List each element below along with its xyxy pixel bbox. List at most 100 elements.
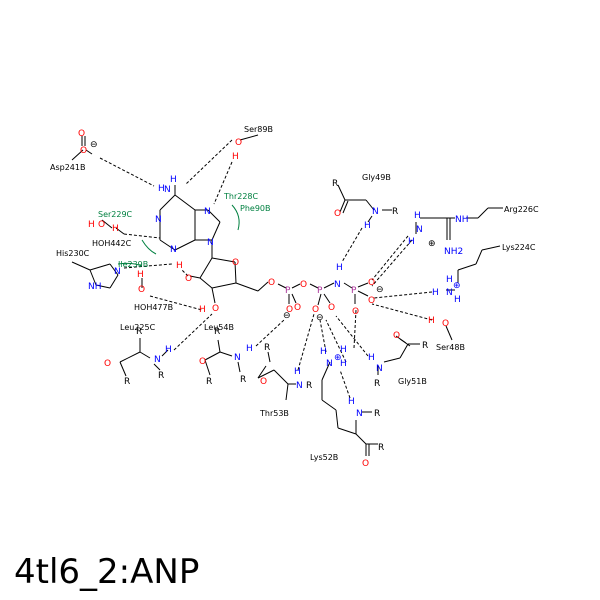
residue-ile239b: Ile239B	[118, 260, 148, 269]
residue-arg226c: Arg226C	[504, 205, 539, 214]
atom-n6-label: N	[164, 185, 171, 195]
residue-ser48b: Ser48B	[436, 343, 465, 352]
arg226c-charge: ⊕	[428, 239, 436, 249]
atom-n9-label: N	[207, 238, 214, 248]
residue-thr53b: Thr53B	[259, 409, 289, 418]
lys52b-r-label: R	[374, 409, 380, 419]
leu54b-r-label: R	[214, 327, 220, 337]
atom-n1-label: N	[155, 215, 162, 225]
arg226c-nh2-label: NH2	[444, 247, 463, 257]
leu225c-h-label: H	[165, 345, 172, 355]
residue-phe90b: Phe90B	[240, 204, 270, 213]
gly51b-r2-label: R	[374, 379, 380, 389]
lys224c-h2-label: H	[446, 275, 453, 285]
gly49b-r-label: R	[332, 179, 338, 189]
atom-o2-label: O	[212, 304, 219, 314]
hydrophobic-arc-ser229c	[141, 239, 157, 255]
arg226c-ne-label: N	[416, 225, 423, 235]
atom-h-o2-label: H	[199, 305, 206, 315]
hydrophobic-contacts	[117, 204, 240, 267]
residue-names: Ser89B Asp241B Gly49B Arg226C Lys224C Th…	[50, 125, 539, 462]
residue-atom-labels: O O ⊖ O H O H H N NH H H O N H O H N H N…	[78, 129, 469, 469]
atom-h3b-label: H	[336, 263, 343, 273]
residue-ser229c: Ser229C	[98, 210, 133, 219]
leu54b-n-label: N	[234, 353, 241, 363]
gly51b-h-label: H	[368, 353, 375, 363]
atom-pb-label: P	[317, 286, 323, 296]
thr53b-r2-label: R	[306, 381, 312, 391]
his-h-label: H	[176, 261, 183, 271]
leu225c-r3-label: R	[124, 377, 130, 387]
charge-o1a: ⊖	[283, 311, 291, 321]
ser229c-og-label: O	[98, 220, 105, 230]
atom-o1b-label: O	[312, 305, 319, 315]
asp241b-charge: ⊖	[90, 140, 98, 150]
atom-o2a-label: O	[294, 303, 301, 313]
lys52b-h2-label: H	[340, 359, 347, 369]
ser89b-og-label: O	[235, 138, 242, 148]
ser89b-h-label: H	[232, 152, 239, 162]
lys52b-r2-label: R	[378, 443, 384, 453]
thr53b-o-label: O	[260, 377, 267, 387]
residue-gly51b: Gly51B	[398, 377, 427, 386]
lys52b-o-label: O	[362, 459, 369, 469]
lys52b-h1-label: H	[320, 347, 327, 357]
arg226c-h1-label: H	[414, 211, 421, 221]
leu54b-o-label: O	[199, 357, 206, 367]
lys52b-h3-label: H	[340, 345, 347, 355]
ligand-atom-labels: N H H N N N N O O O H O P O P N H P O O …	[155, 175, 384, 323]
residue-leu225c: Leu225C	[120, 323, 156, 332]
atom-o1g-label: O	[368, 278, 375, 288]
atom-o2b-label: O	[328, 303, 335, 313]
gly51b-o-label: O	[393, 331, 400, 341]
residue-lys52b: Lys52B	[310, 453, 338, 462]
gly51b-n-label: N	[376, 364, 383, 374]
atom-h6-label: H	[158, 184, 165, 194]
lys52b-h4-label: H	[348, 397, 355, 407]
atom-h6b-label: H	[170, 175, 177, 185]
asp241b-od1-label: O	[78, 129, 85, 139]
atom-o3a-label: O	[300, 280, 307, 290]
lys52b-nz-label: N	[326, 359, 333, 369]
atom-pg-label: P	[351, 286, 357, 296]
hoh442c-h-label: H	[112, 224, 119, 234]
atom-o3-label: O	[185, 274, 192, 284]
page-title: 4tl6_2:ANP	[14, 552, 200, 592]
atom-pa-label: P	[285, 286, 291, 296]
residue-leu54b: Leu54B	[204, 323, 234, 332]
hoh477b-o-label: O	[138, 285, 145, 295]
lys224c-nz-label: N	[446, 288, 453, 298]
residue-lys224c: Lys224C	[502, 243, 536, 252]
atom-n3-label: N	[170, 245, 177, 255]
thr53b-h-label: H	[294, 367, 301, 377]
ser48b-og-label: O	[442, 319, 449, 329]
atom-n3b-label: N	[334, 280, 341, 290]
ser48b-h-label: H	[428, 316, 435, 326]
thr53b-n-label: N	[296, 381, 303, 391]
gly49b-r2-label: R	[392, 207, 398, 217]
atom-o1a-label: O	[286, 305, 293, 315]
gly49b-o-label: O	[334, 209, 341, 219]
residue-hoh477b: HOH477B	[134, 303, 173, 312]
thr53b-r-label: R	[264, 343, 270, 353]
atom-o4-label: O	[232, 258, 239, 268]
charge-o1b: ⊖	[316, 313, 324, 323]
hydrophobic-arc-ile239b	[117, 262, 143, 267]
lys52b-plus-label: ⊕	[334, 353, 342, 363]
gly51b-r-label: R	[422, 341, 428, 351]
atom-n7-label: N	[204, 207, 211, 217]
his230c-nd1-label: NH	[88, 282, 102, 292]
charge-o1g: ⊖	[376, 285, 384, 295]
his230c-ne2-label: N	[114, 267, 121, 277]
gly49b-h-label: H	[364, 221, 371, 231]
leu54b-r2-label: R	[240, 375, 246, 385]
asp241b-od2-label: O	[80, 146, 87, 156]
residue-bonds	[71, 134, 503, 456]
residue-hoh442c: HOH442C	[92, 239, 132, 248]
arg226c-h2-label: H	[408, 237, 415, 247]
residue-his230c: His230C	[56, 249, 90, 258]
residue-asp241b: Asp241B	[50, 163, 85, 172]
lys224c-h-label: H	[432, 288, 439, 298]
leu225c-o-label: O	[104, 359, 111, 369]
